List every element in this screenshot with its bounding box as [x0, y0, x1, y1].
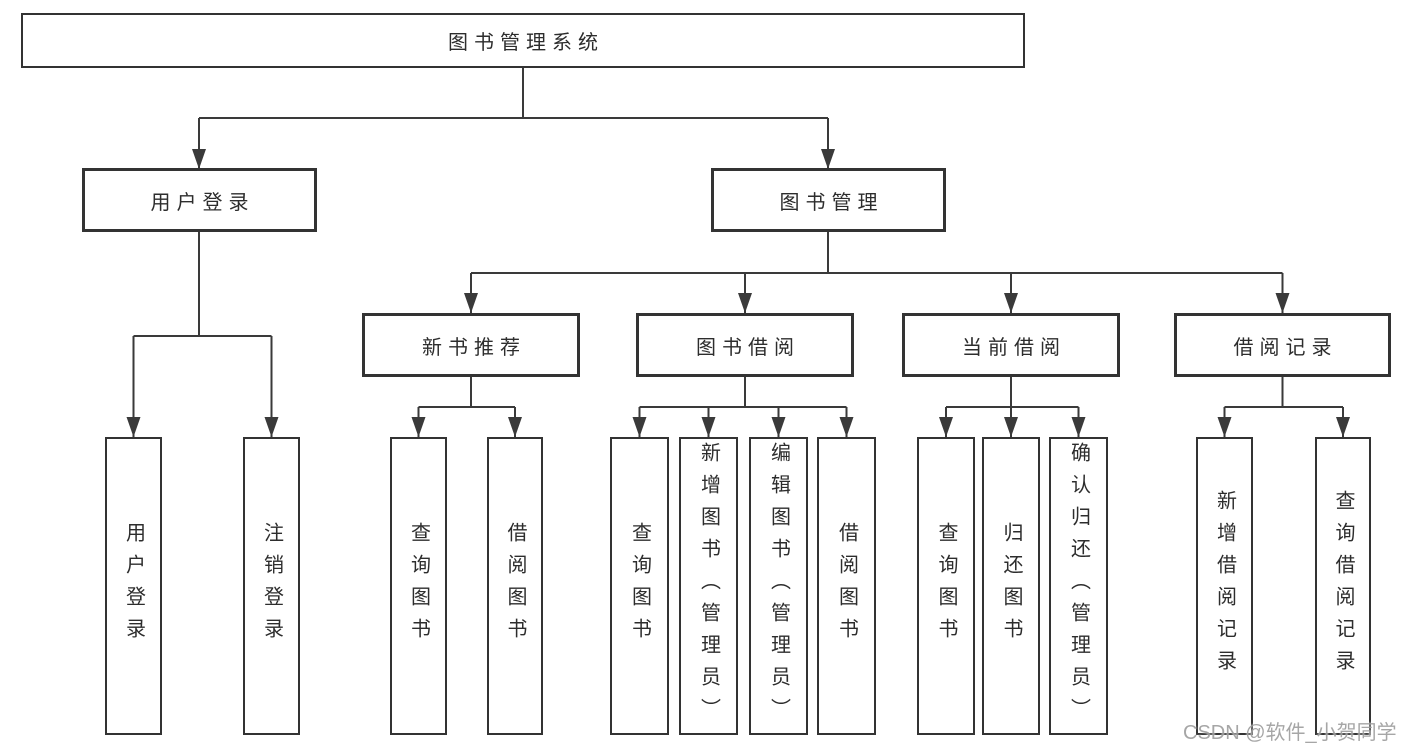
- leaf-query-borrow-record-label: 查询借阅记录: [1332, 490, 1354, 682]
- node-book-management-branch: 图书管理: [711, 168, 946, 232]
- node-new-book-recommend-label: 新书推荐: [422, 336, 526, 359]
- leaf-user-login-label: 用户登录: [122, 522, 145, 650]
- leaf-query-books-3-label: 查询图书: [935, 522, 957, 650]
- node-borrowing-records-label: 借阅记录: [1233, 336, 1338, 359]
- node-root-system: 图书管理系统: [21, 13, 1025, 68]
- node-root-system-label: 图书管理系统: [448, 32, 604, 54]
- node-borrowing-records: 借阅记录: [1174, 313, 1391, 377]
- leaf-query-books-3: 查询图书: [917, 437, 975, 735]
- leaf-query-books-1-label: 查询图书: [407, 522, 430, 650]
- leaf-user-login: 用户登录: [105, 437, 162, 735]
- leaf-logout: 注销登录: [243, 437, 300, 735]
- leaf-return-books: 归还图书: [982, 437, 1040, 735]
- node-new-book-recommend: 新书推荐: [362, 313, 580, 377]
- leaf-borrow-books-1-label: 借阅图书: [504, 522, 526, 650]
- leaf-edit-books-admin-label: 编辑图书（管理员）: [767, 442, 790, 730]
- leaf-return-books-label: 归还图书: [1000, 522, 1022, 650]
- node-user-login-branch-label: 用户登录: [150, 191, 255, 214]
- csdn-watermark: CSDN @软件_小贺同学: [1183, 722, 1397, 744]
- leaf-add-borrow-record: 新增借阅记录: [1196, 437, 1253, 735]
- arrow-down-icons: [126, 149, 1350, 437]
- leaf-add-books-admin: 新增图书（管理员）: [679, 437, 738, 735]
- leaf-query-books-1: 查询图书: [390, 437, 447, 735]
- leaf-query-borrow-record: 查询借阅记录: [1315, 437, 1371, 735]
- leaf-borrow-books-2: 借阅图书: [817, 437, 876, 735]
- connector-lines: [132, 68, 1344, 437]
- leaf-borrow-books-2-label: 借阅图书: [835, 522, 858, 650]
- node-book-management-branch-label: 图书管理: [779, 191, 884, 214]
- leaf-borrow-books-1: 借阅图书: [487, 437, 543, 735]
- node-user-login-branch: 用户登录: [82, 168, 317, 232]
- node-current-borrowing-label: 当前借阅: [962, 336, 1066, 359]
- leaf-add-borrow-record-label: 新增借阅记录: [1213, 490, 1236, 682]
- leaf-edit-books-admin: 编辑图书（管理员）: [749, 437, 808, 735]
- leaf-confirm-return-admin-label: 确认归还（管理员）: [1067, 442, 1090, 730]
- node-book-borrowing: 图书借阅: [636, 313, 854, 377]
- leaf-query-books-2: 查询图书: [610, 437, 669, 735]
- node-current-borrowing: 当前借阅: [902, 313, 1120, 377]
- leaf-logout-label: 注销登录: [260, 522, 283, 650]
- leaf-add-books-admin-label: 新增图书（管理员）: [697, 442, 720, 730]
- leaf-confirm-return-admin: 确认归还（管理员）: [1049, 437, 1108, 735]
- leaf-query-books-2-label: 查询图书: [628, 522, 651, 650]
- node-book-borrowing-label: 图书借阅: [696, 336, 800, 359]
